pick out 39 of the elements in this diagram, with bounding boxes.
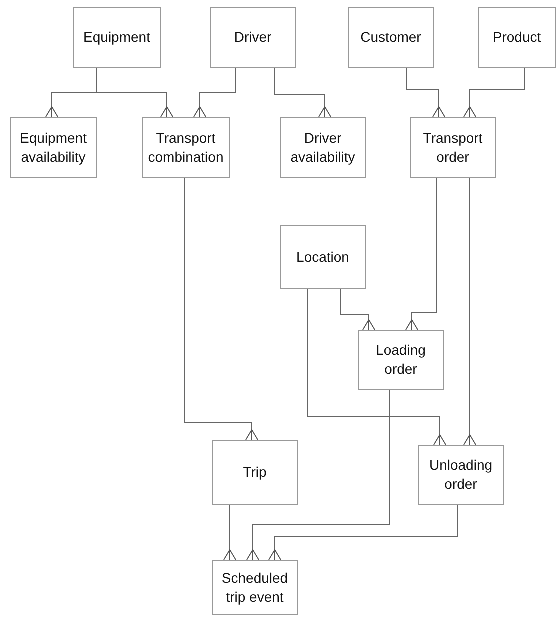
entity-name: Loading order <box>375 341 427 379</box>
relationship-line <box>194 68 236 118</box>
entity-name: Trip <box>243 463 267 482</box>
entity-name: Transport order <box>422 128 484 166</box>
entity-name: Equipment <box>84 28 150 47</box>
entity-box <box>280 117 366 178</box>
entity-name: Scheduled trip event <box>220 568 290 606</box>
entity-box <box>478 7 556 68</box>
entity-box <box>73 7 161 68</box>
entity-name: Driver availability <box>290 128 356 166</box>
relationship-line <box>464 68 526 118</box>
relationship-line <box>406 68 446 118</box>
entity-box <box>358 330 444 390</box>
relationship-line <box>96 68 174 118</box>
relationship-line <box>268 504 458 560</box>
entity-name: Product <box>492 28 542 47</box>
relationship-line <box>308 288 446 446</box>
relationship-line <box>406 178 438 330</box>
relationship-line <box>464 178 476 446</box>
entity-name: Driver <box>234 28 272 47</box>
entity-box <box>410 117 496 178</box>
entity-name: Location <box>296 248 350 266</box>
relationship-line <box>340 288 376 330</box>
entity-box <box>142 117 230 178</box>
entity-name: Equipment availability <box>19 128 88 166</box>
entity-box <box>10 117 97 178</box>
entity-name: Transport combination <box>147 128 225 166</box>
entity-box <box>210 7 296 68</box>
relationship-line <box>224 504 236 560</box>
entity-box <box>418 445 504 505</box>
entity-box <box>280 225 366 289</box>
relationship-line <box>246 390 390 560</box>
entity-name: Customer <box>360 28 422 47</box>
relationship-line <box>184 178 258 440</box>
entity-box <box>212 440 298 505</box>
entity-box <box>348 7 434 68</box>
relationship-line <box>274 68 332 118</box>
entity-name: Unloading order <box>428 456 494 494</box>
entity-box <box>212 560 298 615</box>
